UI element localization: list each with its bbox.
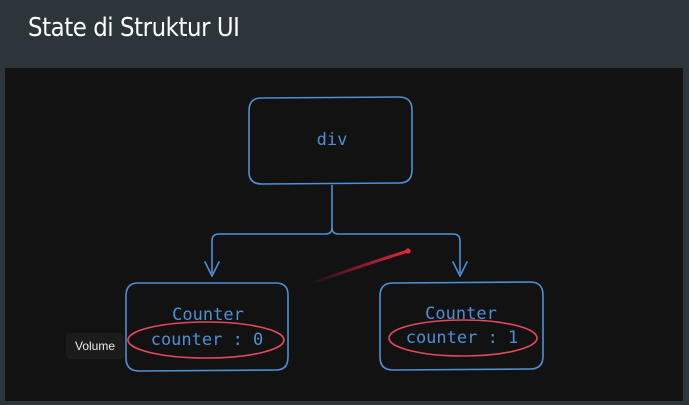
root-node-box (248, 96, 413, 185)
laser-pointer-trail (308, 249, 410, 286)
slide-title: State di Struktur UI (28, 13, 240, 43)
state-highlight-right (388, 319, 538, 357)
connector-right-branch (331, 227, 461, 273)
state-highlight-left (127, 321, 285, 359)
child-node-box-right (379, 281, 544, 371)
connector-trunk (211, 185, 333, 273)
laser-pointer-dot (405, 248, 411, 254)
diagram-svg: div Counter counter : 0 Counter counter … (125, 96, 544, 372)
arrow-head-right (452, 261, 468, 277)
state-label-right: counter : 1 (406, 328, 519, 348)
root-node-label: div (317, 130, 348, 150)
child-node-label-right: Counter (425, 304, 497, 324)
volume-tooltip: Volume (66, 333, 125, 359)
child-node-box-left (125, 282, 289, 372)
arrow-head-left (204, 261, 220, 277)
child-node-label-left: Counter (172, 305, 244, 325)
state-label-left: counter : 0 (151, 330, 264, 350)
